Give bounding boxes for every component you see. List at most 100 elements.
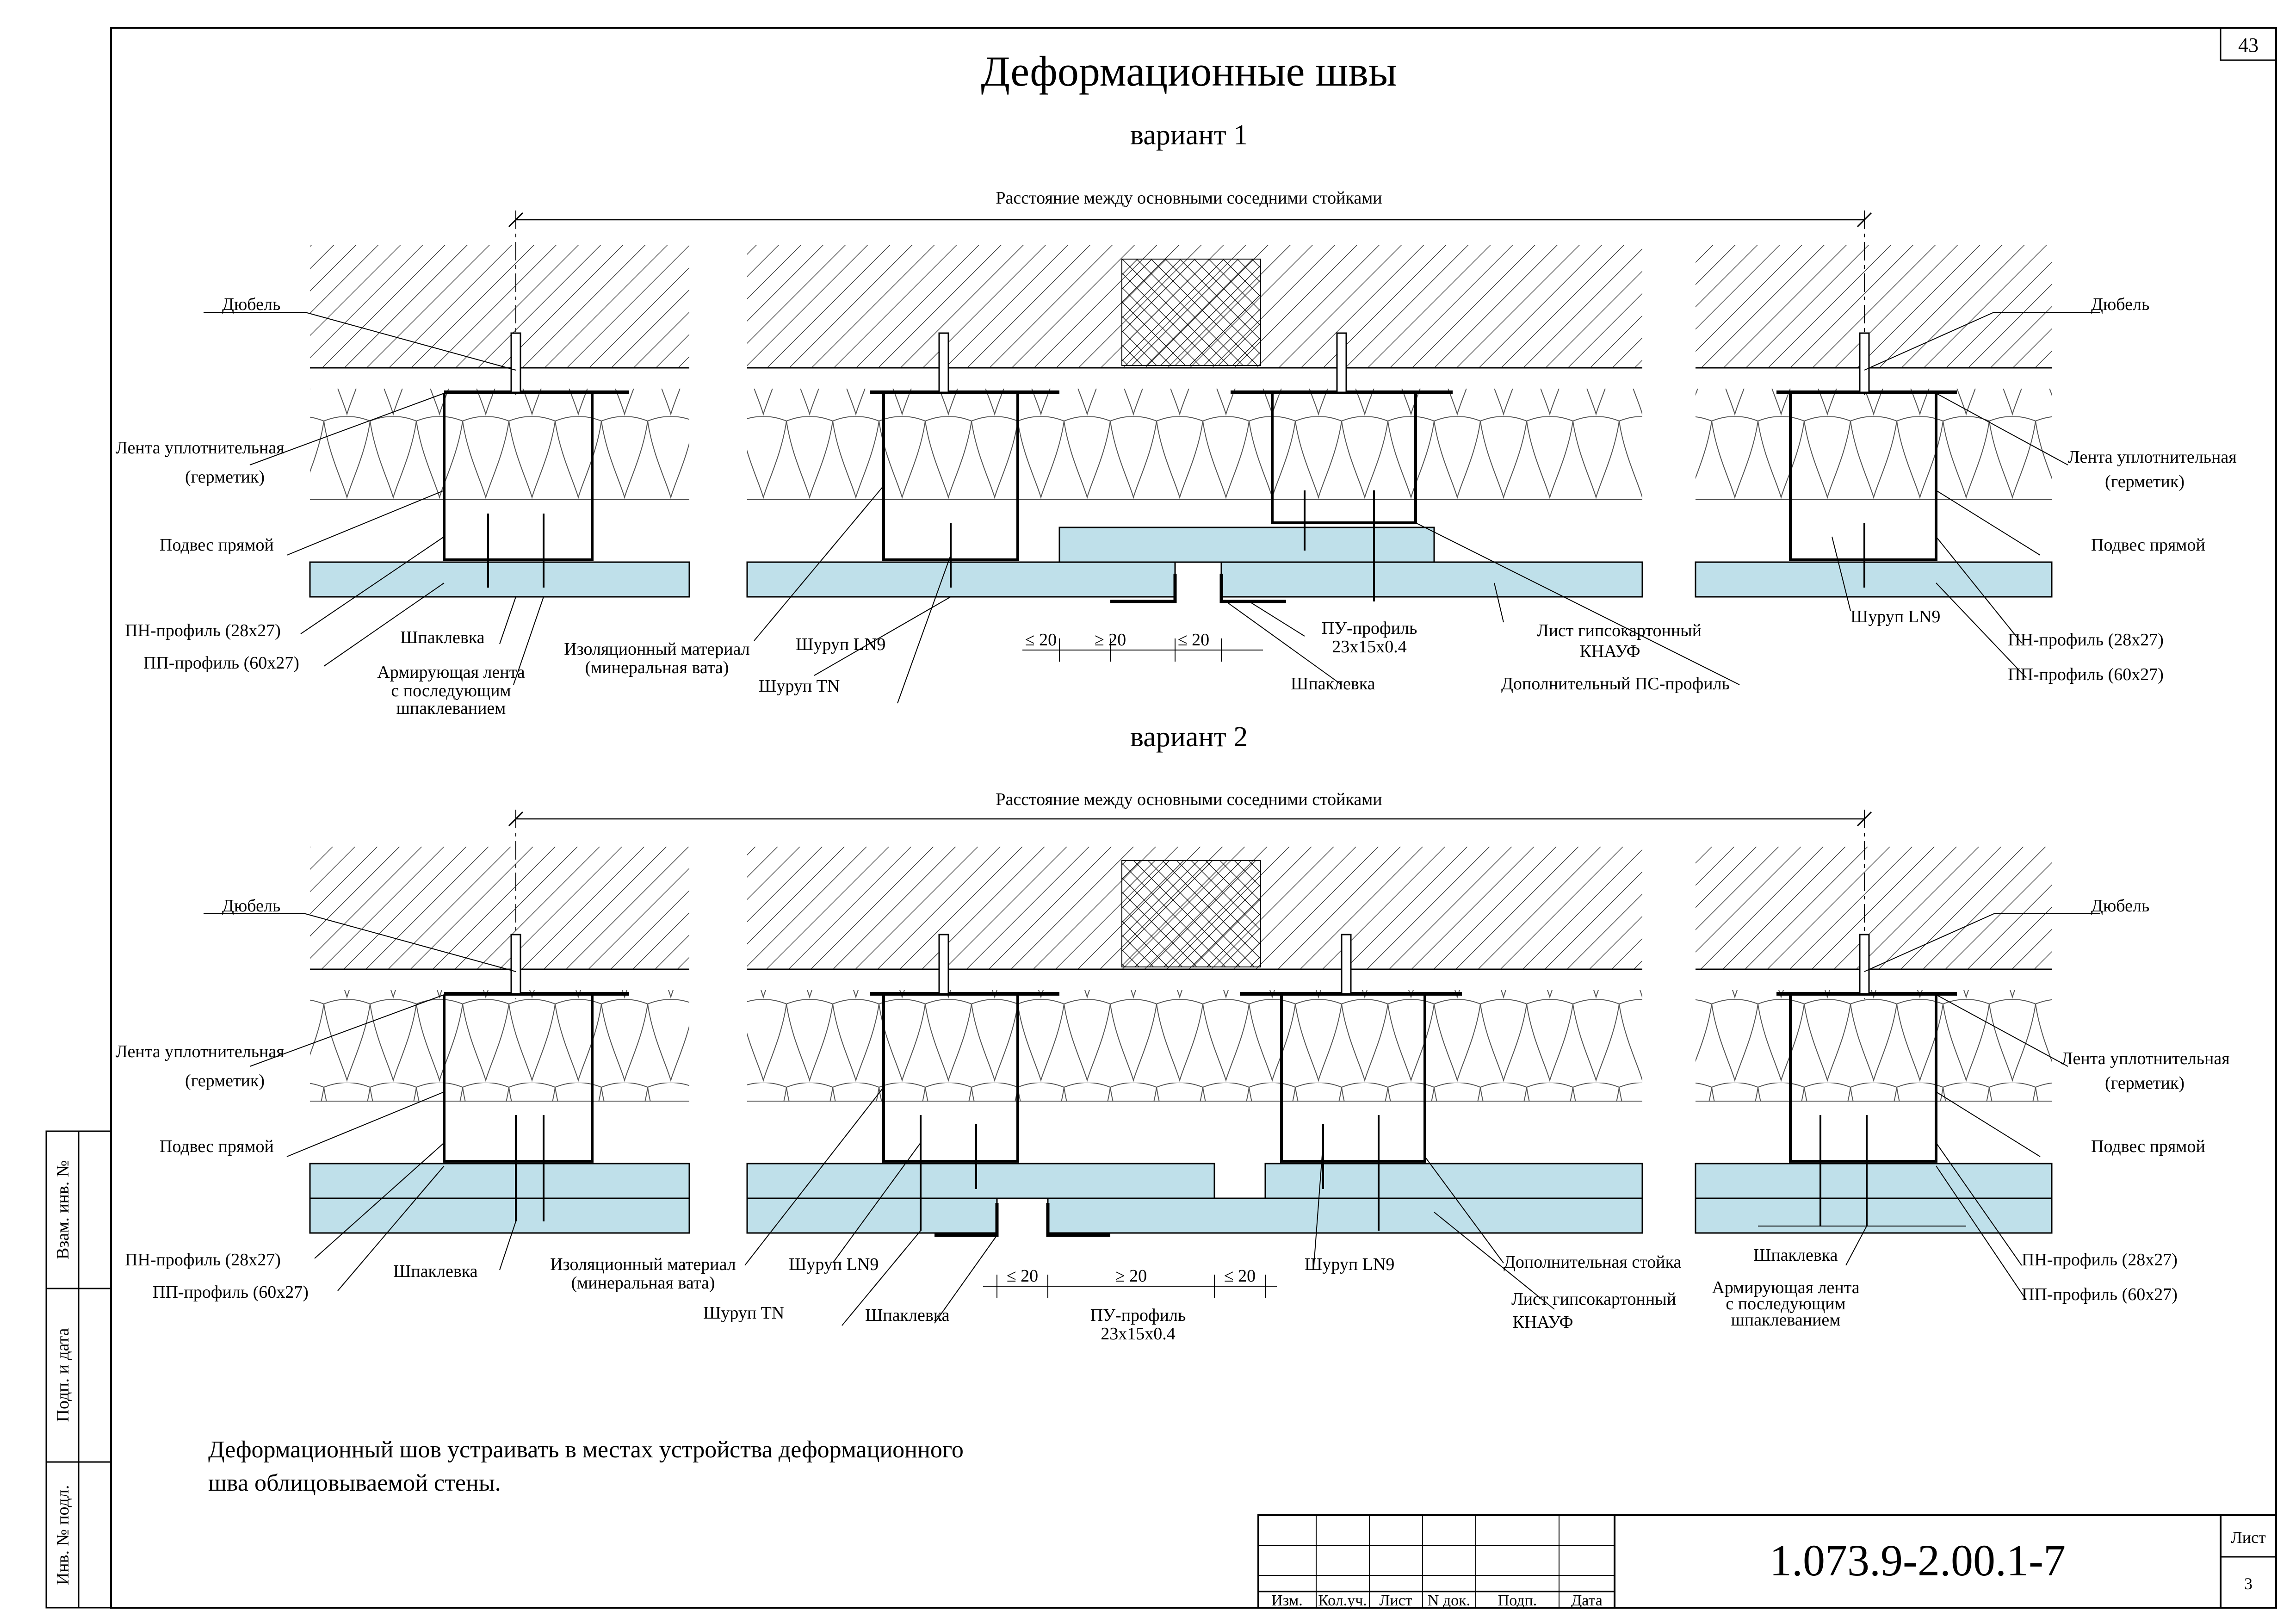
v1-screw-tn: Шуруп TN <box>759 676 840 696</box>
note-line-1: Деформационный шов устраивать в местах у… <box>208 1437 964 1463</box>
v2-reinf-1: Армирующая лента <box>1712 1278 1859 1297</box>
v1-dim-a: ≤ 20 <box>1025 630 1057 650</box>
v2-tape-left-1: Лента уплотнительная <box>116 1042 285 1061</box>
v1-screw-ln9-right: Шуруп LN9 <box>1850 607 1940 626</box>
variant1-section: Расстояние между основными соседними сто… <box>204 188 2100 704</box>
v2-pn-left: ПН-профиль (28х27) <box>125 1250 281 1270</box>
v1-insulation-1: Изоляционный материал <box>564 639 750 659</box>
v1-putty-mid: Шпаклевка <box>1291 674 1375 694</box>
v2-pu-1: ПУ-профиль <box>1090 1306 1186 1325</box>
v1-pp-left: ПП-профиль (60х27) <box>143 653 299 673</box>
margin-inv: Инв. № подл. <box>53 1485 73 1586</box>
v2-hanger-right: Подвес прямой <box>2091 1137 2205 1156</box>
v2-tape-left-2: (герметик) <box>185 1071 265 1090</box>
v2-labels: Дюбель Дюбель Лента уплотнительная (герм… <box>116 896 2230 1344</box>
v1-hanger-left: Подвес прямой <box>160 535 274 555</box>
v1-tape-left-1: Лента уплотнительная <box>116 438 285 458</box>
v1-tape-left-2: (герметик) <box>185 467 265 487</box>
v2-tape-right-2: (герметик) <box>2105 1073 2185 1093</box>
stamp-col-ndok: N док. <box>1428 1592 1470 1609</box>
stamp-col-list: Лист <box>1379 1592 1412 1609</box>
v1-dimension-label: Расстояние между основными соседними сто… <box>996 188 1382 208</box>
v1-tape-right-2: (герметик) <box>2105 472 2185 491</box>
v1-dowel-left: Дюбель <box>222 295 280 314</box>
v1-dim-c: ≤ 20 <box>1178 630 1209 650</box>
v2-dim-b: ≥ 20 <box>1115 1266 1147 1286</box>
title-block: Изм. Кол.уч. Лист N док. Подп. Дата 1.07… <box>1257 1514 2277 1609</box>
stamp-col-podp: Подп. <box>1498 1592 1537 1609</box>
v2-hanger-left: Подвес прямой <box>160 1137 274 1156</box>
v1-pu-profiles <box>1110 574 1286 603</box>
v1-wall <box>310 245 2052 369</box>
v2-pn-right: ПН-профиль (28х27) <box>2022 1250 2178 1270</box>
sheet-number: 43 <box>2238 34 2259 56</box>
v1-reinf-2: с последующим <box>391 681 511 700</box>
v1-pu-2: 23х15х0.4 <box>1332 637 1407 657</box>
margin-vzam: Взам. инв. № <box>53 1160 73 1259</box>
v1-dowel-right: Дюбель <box>2091 295 2149 314</box>
v2-leaders <box>204 913 2100 1326</box>
note-line-2: шва облицовываемой стены. <box>208 1470 501 1496</box>
v2-screw-ln9-mid: Шуруп LN9 <box>1305 1255 1394 1274</box>
v2-boards <box>309 1163 2053 1234</box>
v2-extra-stud: Дополнительная стойка <box>1504 1252 1682 1272</box>
v2-insulation-1: Изоляционный материал <box>550 1255 736 1274</box>
v1-screw-ln9: Шуруп LN9 <box>796 635 885 654</box>
v1-pp-right: ПП-профиль (60х27) <box>2008 665 2164 684</box>
v2-wall <box>310 847 2052 970</box>
v1-tape-right-1: Лента уплотнительная <box>2068 447 2237 467</box>
v2-dimension-line: Расстояние между основными соседними сто… <box>508 790 1872 999</box>
v2-dowels <box>510 934 1870 995</box>
stamp-col-kolch: Кол.уч. <box>1318 1592 1367 1609</box>
v1-pn-right: ПН-профиль (28х27) <box>2008 630 2164 650</box>
v2-reinf-3: шпаклеванием <box>1731 1310 1841 1330</box>
v2-putty-right: Шпаклевка <box>1753 1245 1838 1265</box>
v1-insulation <box>310 389 2052 500</box>
v2-screw-tn: Шуруп TN <box>703 1303 784 1323</box>
v1-putty-left: Шпаклевка <box>400 628 485 647</box>
v1-reinf-1: Армирующая лента <box>377 663 525 682</box>
v1-dim-b: ≥ 20 <box>1095 630 1126 650</box>
v2-tape-right-1: Лента уплотнительная <box>2061 1049 2230 1068</box>
v2-board-2: КНАУФ <box>1513 1313 1573 1332</box>
v1-reinf-3: шпаклеванием <box>396 699 506 718</box>
sheet-label: Лист <box>2231 1528 2266 1547</box>
sheet-value: 3 <box>2244 1574 2253 1593</box>
v2-pu-2: 23х15х0.4 <box>1101 1324 1176 1344</box>
v2-insulation <box>310 990 2052 1102</box>
v2-pp-right: ПП-профиль (60х27) <box>2022 1285 2178 1304</box>
v2-dim-c: ≤ 20 <box>1224 1266 1256 1286</box>
v2-pp-left: ПП-профиль (60х27) <box>153 1282 309 1302</box>
v2-putty-mid: Шпаклевка <box>865 1306 950 1325</box>
v2-dowel-right: Дюбель <box>2091 896 2149 916</box>
left-margin-stamp: Взам. инв. № Подп. и дата Инв. № подл. <box>45 1130 112 1609</box>
v1-pu-1: ПУ-профиль <box>1322 619 1417 638</box>
v2-dimension-label: Расстояние между основными соседними сто… <box>996 790 1382 809</box>
stamp-col-izm: Изм. <box>1271 1592 1303 1609</box>
v2-screw-ln9: Шуруп LN9 <box>789 1255 879 1274</box>
sheet-frame: 43 <box>110 27 2277 1609</box>
v1-dowels <box>510 332 1870 393</box>
v2-putty-left: Шпаклевка <box>393 1262 478 1281</box>
margin-podp: Подп. и дата <box>53 1328 73 1422</box>
v1-board-1: Лист гипсокартонный <box>1537 621 1702 640</box>
v1-labels: Дюбель Дюбель Лента уплотнительная (герм… <box>116 295 2237 718</box>
v1-leaders <box>204 312 2100 704</box>
v1-hanger-right: Подвес прямой <box>2091 535 2205 555</box>
v2-dim-a: ≤ 20 <box>1007 1266 1038 1286</box>
document-code: 1.073.9-2.00.1-7 <box>1770 1536 2066 1585</box>
v2-screws <box>515 1115 1868 1231</box>
v1-board-2: КНАУФ <box>1580 642 1640 661</box>
v1-extra-ps: Дополнительный ПС-профиль <box>1501 674 1730 694</box>
v1-boards <box>309 527 2053 598</box>
v2-studs <box>443 992 1957 1163</box>
variant1-heading: вариант 1 <box>1130 119 1248 151</box>
v1-insulation-2: (минеральная вата) <box>585 658 729 677</box>
v2-small-dims: ≤ 20 ≥ 20 ≤ 20 <box>983 1266 1277 1298</box>
stamp-col-data: Дата <box>1571 1592 1603 1609</box>
v2-insulation-2: (минеральная вата) <box>571 1273 715 1293</box>
v2-reinf-2: с последующим <box>1726 1294 1845 1313</box>
page-title: Деформационные швы <box>981 48 1397 95</box>
variant2-section: Расстояние между основными соседними сто… <box>204 790 2100 1326</box>
